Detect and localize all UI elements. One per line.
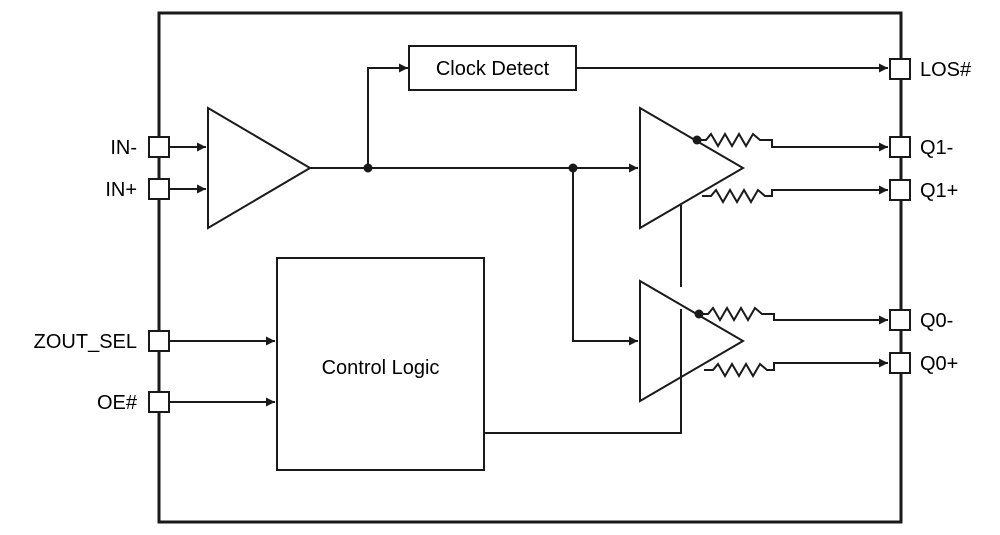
- label-in-plus: IN+: [105, 179, 137, 201]
- wire-to-clock-detect: [367, 63, 408, 168]
- pin-q1-minus: [889, 136, 911, 158]
- q1-driver: [639, 106, 745, 230]
- pin-oe: [148, 391, 170, 413]
- pin-q0-plus: [889, 352, 911, 374]
- label-zout-sel: ZOUT_SEL: [34, 331, 137, 353]
- wire-q1-minus: [697, 132, 888, 152]
- q0-driver: [639, 279, 745, 403]
- pin-q0-minus: [889, 309, 911, 331]
- pin-in-minus: [148, 136, 170, 158]
- label-q0-plus: Q0+: [920, 353, 958, 375]
- output-dot: [694, 309, 704, 319]
- label-q1-plus: Q1+: [920, 180, 958, 202]
- wire-to-q0-driver: [572, 168, 638, 346]
- wire-q0-minus: [699, 306, 888, 325]
- pin-zout-sel: [148, 330, 170, 352]
- pin-q1-plus: [889, 179, 911, 201]
- label-los: LOS#: [920, 59, 972, 81]
- pin-in-plus: [148, 178, 170, 200]
- label-q1-minus: Q1-: [920, 137, 953, 159]
- control-logic-block: [276, 257, 485, 471]
- label-oe: OE#: [97, 392, 138, 414]
- wire-q0-plus: [704, 358, 888, 378]
- chip-outline: [157, 11, 903, 524]
- input-buffer: [207, 106, 312, 230]
- wire-q1-plus: [702, 185, 888, 204]
- label-q0-minus: Q0-: [920, 310, 953, 332]
- clock-detect-label: Clock Detect: [436, 58, 550, 80]
- label-in-minus: IN-: [110, 137, 137, 159]
- output-dot: [692, 135, 702, 145]
- wire-control-to-drivers: [484, 309, 682, 434]
- pin-los: [889, 58, 911, 80]
- control-logic-label: Control Logic: [322, 357, 440, 379]
